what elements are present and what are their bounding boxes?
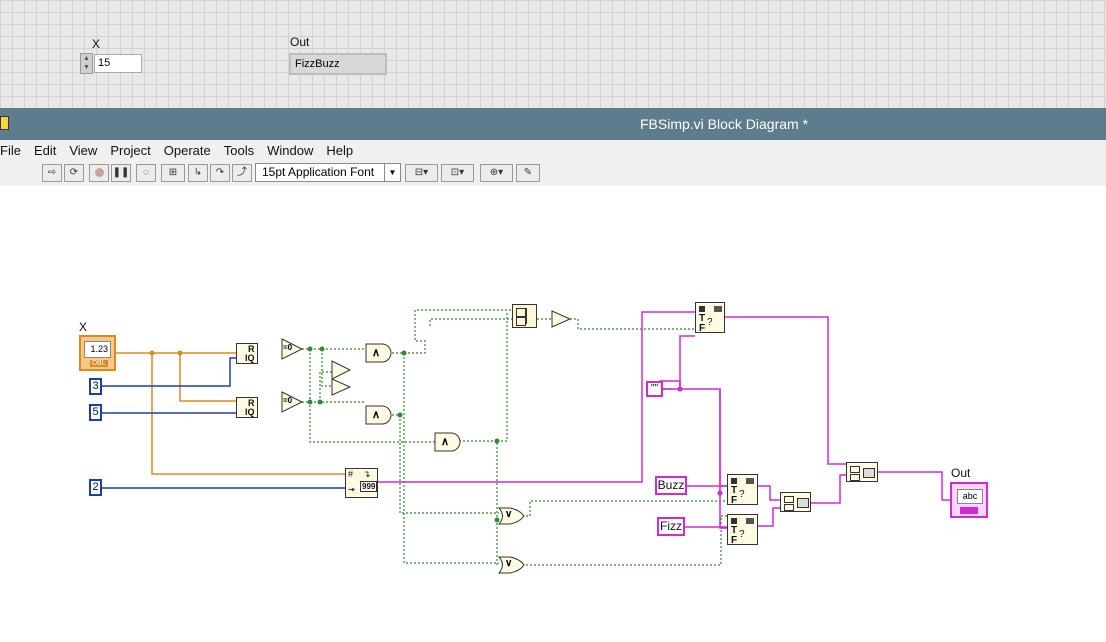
concatenate-strings-node-1[interactable] <box>780 492 811 512</box>
menu-help[interactable]: Help <box>326 142 354 158</box>
quotient-label: IQ <box>245 353 255 363</box>
run-continuously-icon[interactable]: ⟳ <box>64 164 84 182</box>
dbl-type-badge: DBL <box>90 360 108 367</box>
out-string-indicator: FizzBuzz <box>289 53 387 75</box>
distribute-objects-icon[interactable]: ⊡▾ <box>441 164 474 182</box>
eq0-label-2: =0 <box>283 396 293 405</box>
retain-wire-values-icon[interactable]: ⊞ <box>161 164 185 182</box>
front-panel: X ▲▼ 15 Out FizzBuzz <box>0 0 1106 108</box>
clean-up-diagram-icon[interactable]: ✎ <box>516 164 540 182</box>
or-gates <box>497 507 525 574</box>
quotient-remainder-node-2[interactable]: R IQ <box>236 397 258 418</box>
select-node-1[interactable]: T ? F <box>695 302 725 334</box>
out-terminal-label: Out <box>951 466 971 480</box>
fizz-string-constant[interactable]: Fizz <box>657 517 685 536</box>
pause-icon[interactable]: ❚❚ <box>111 164 131 182</box>
wires-layer <box>102 309 952 574</box>
and-label-2: ∧ <box>372 409 381 421</box>
constant-5[interactable]: 5 <box>89 404 102 421</box>
font-select-value: 15pt Application Font <box>262 165 375 179</box>
run-arrow-icon[interactable]: ⇨ <box>42 164 62 182</box>
window-title-bar[interactable] <box>0 108 1106 140</box>
boolean-junctions <box>307 346 500 523</box>
x-numeric-control[interactable]: ▲▼ 15 <box>80 53 142 74</box>
step-into-icon[interactable]: ↳ <box>188 164 208 182</box>
numeric-wires <box>116 352 346 475</box>
or-label-2: ∨ <box>505 558 513 569</box>
and-gates <box>365 343 461 452</box>
highlight-execution-icon[interactable]: ◌ <box>136 164 156 182</box>
font-select[interactable]: 15pt Application Font ▼ <box>255 163 401 182</box>
step-out-icon[interactable]: ⤴ <box>232 164 252 182</box>
format-code-label: 999 <box>360 481 378 492</box>
remainder-label: R <box>248 344 255 354</box>
not-node-2 <box>331 378 352 396</box>
buzz-string-constant[interactable]: Buzz <box>655 476 687 495</box>
menu-project[interactable]: Project <box>110 142 151 158</box>
menu-tools[interactable]: Tools <box>223 142 255 158</box>
compound-boolean-node[interactable] <box>512 304 537 328</box>
and-label-3: ∧ <box>441 436 450 448</box>
eq0-label-1: =0 <box>283 343 293 352</box>
integer-wires <box>102 357 346 489</box>
constant-3[interactable]: 3 <box>89 378 102 395</box>
remainder-label: R <box>248 398 255 408</box>
block-diagram-canvas[interactable]: X 1.23 DBL 3 5 2 R IQ R IQ =0 =0 ∧ ∧ ∧ ∨… <box>0 186 1106 642</box>
constant-2[interactable]: 2 <box>89 479 102 496</box>
or-gate-2 <box>497 556 525 574</box>
chevron-down-icon[interactable]: ▼ <box>384 164 400 181</box>
select-node-2[interactable]: T ? F <box>727 474 758 506</box>
menu-window[interactable]: Window <box>267 142 314 158</box>
menu-view[interactable]: View <box>69 142 98 158</box>
x-terminal-label: X <box>79 320 88 334</box>
step-over-icon[interactable]: ↷ <box>210 164 230 182</box>
format-into-string-node[interactable]: # ↴ 999 ⇥ <box>345 468 378 498</box>
and-gate-2 <box>365 405 392 425</box>
select-node-3[interactable]: T ? F <box>727 514 758 546</box>
equal-zero-node-1 <box>281 338 304 360</box>
out-string-terminal[interactable]: abc <box>950 482 988 518</box>
string-type-badge <box>960 507 978 514</box>
or-label-1: ∨ <box>505 509 513 520</box>
empty-string-constant[interactable]: "" <box>646 381 663 397</box>
out-terminal-value: abc <box>957 489 983 504</box>
or-gate-1 <box>497 507 525 525</box>
menu-edit[interactable]: Edit <box>33 142 57 158</box>
align-objects-icon[interactable]: ⊟▾ <box>405 164 438 182</box>
comparison-triangles <box>281 310 572 413</box>
quotient-label: IQ <box>245 407 255 417</box>
equal-zero-node-2 <box>281 391 304 413</box>
boolean-wires <box>302 309 727 566</box>
x-control-label: X <box>92 37 101 51</box>
numeric-junctions <box>149 350 183 356</box>
reorder-icon[interactable]: ⊕▾ <box>480 164 513 182</box>
x-value-field[interactable]: 15 <box>94 54 142 73</box>
and-gate-3 <box>434 432 461 452</box>
string-junctions <box>677 386 723 496</box>
string-wires <box>378 311 952 529</box>
increment-decrement-icon[interactable]: ▲▼ <box>80 53 93 74</box>
not-node-1 <box>331 360 352 380</box>
menu-operate[interactable]: Operate <box>163 142 211 158</box>
toolbar: ⇨ ⟳ ❚❚ ◌ ⊞ ↳ ↷ ⤴ ⊟▾ ⊡▾ ⊕▾ ✎ <box>0 160 1106 187</box>
and-gate-1 <box>365 343 392 363</box>
window-title: FBSimp.vi Block Diagram * <box>640 116 809 132</box>
and-label-1: ∧ <box>372 347 381 359</box>
labview-app-icon[interactable] <box>0 116 9 130</box>
menu-file[interactable]: File <box>0 142 21 158</box>
quotient-remainder-node-1[interactable]: R IQ <box>236 343 258 364</box>
out-indicator-label: Out <box>290 35 310 49</box>
concatenate-strings-node-2[interactable] <box>846 462 878 482</box>
x-numeric-terminal[interactable]: 1.23 DBL <box>79 335 116 371</box>
not-node-3 <box>551 310 572 328</box>
abort-icon[interactable] <box>89 164 109 182</box>
x-terminal-value: 1.23 <box>84 341 111 358</box>
menu-bar: File Edit View Project Operate Tools Win… <box>0 140 1106 160</box>
